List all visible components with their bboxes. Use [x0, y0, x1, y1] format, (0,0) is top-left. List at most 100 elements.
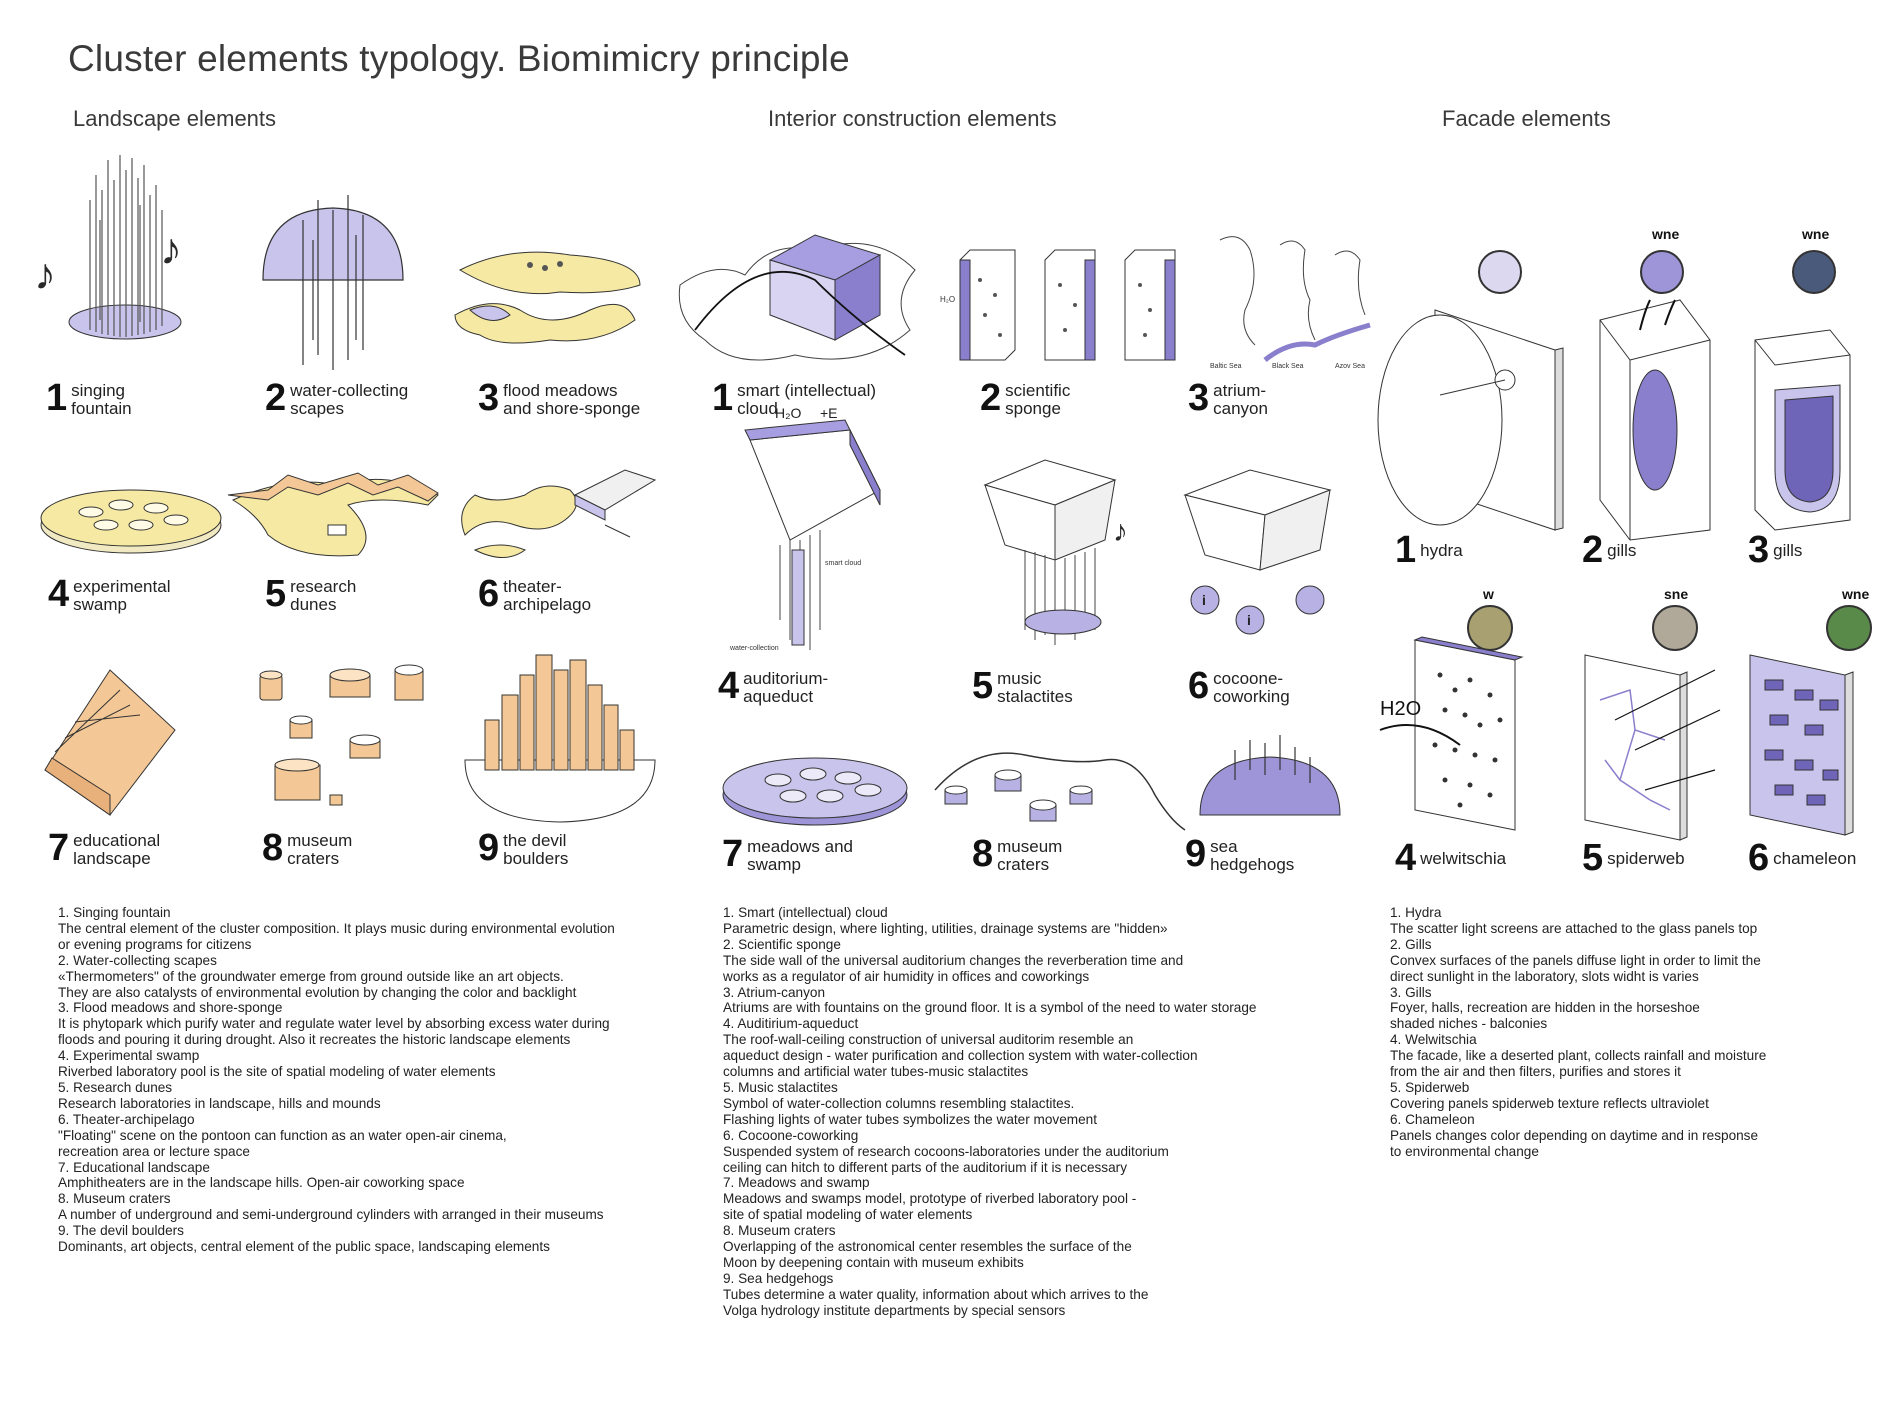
interior-cocoone-coworking: i i	[1180, 469, 1340, 650]
description-line: 1. Smart (intellectual) cloud	[723, 905, 888, 920]
description-line: 7. Educational landscape	[58, 1159, 210, 1175]
item-label: meadows and	[747, 837, 853, 856]
info-icon: i	[1247, 612, 1251, 628]
item-number: 4	[1395, 837, 1417, 879]
auditorium-aqueduct-drawing: H₂O +E smart cloud water-collection	[729, 405, 881, 652]
item-label: scientific	[1005, 381, 1071, 400]
interior-caption-4: 4 auditorium-aqueduct	[718, 665, 829, 707]
description-line: from the air and then filters, purifies …	[1390, 1064, 1681, 1080]
item-label: dunes	[290, 595, 337, 614]
description-line: 2. Scientific sponge	[723, 936, 841, 952]
description-line: Convex surfaces of the panels diffuse li…	[1390, 952, 1761, 968]
item-label: swamp	[747, 855, 801, 874]
item-label: scapes	[290, 399, 345, 418]
item-label: gills	[1773, 541, 1803, 560]
item-number: 4	[718, 665, 740, 707]
description-line: The scatter light screens are attached t…	[1390, 920, 1758, 936]
description-line: The side wall of the universal auditoriu…	[723, 952, 1184, 968]
facade-caption-3: 3 gills	[1748, 529, 1803, 571]
description-line: ceiling can hitch to different parts of …	[723, 1159, 1127, 1175]
item-label: research	[290, 577, 357, 596]
theater-archipelago-drawing	[461, 469, 657, 558]
landscape-research-dunes	[227, 465, 443, 565]
item-number: 3	[1188, 377, 1210, 419]
description-line: or evening programs for citizens	[58, 936, 252, 952]
description-line: columns and artificial water tubes-music…	[723, 1064, 1029, 1080]
water-collection-label: water-collection	[729, 645, 779, 652]
item-label: archipelago	[503, 595, 592, 614]
description-line: It is phytopark which purify water and r…	[58, 1016, 610, 1032]
description-line: 9. The devil boulders	[58, 1223, 184, 1239]
wind-direction-badge: wne	[1842, 586, 1870, 602]
research-dunes-drawing	[227, 472, 439, 557]
item-label: hedgehogs	[1210, 855, 1295, 874]
item-label: water-collecting	[290, 381, 409, 400]
item-number: 1	[712, 377, 734, 419]
description-line: site of spatial modeling of water elemen…	[723, 1207, 973, 1223]
facade-chameleon	[1745, 650, 1860, 836]
item-label: craters	[287, 849, 340, 868]
landscape-devil-boulders	[460, 650, 660, 825]
description-line: The facade, like a deserted plant, colle…	[1390, 1048, 1767, 1064]
scientific-sponge-drawing: H₂O	[940, 249, 1176, 361]
facade-gills	[1590, 299, 1720, 541]
item-label: welwitschia	[1420, 849, 1507, 868]
item-label: educational	[73, 831, 161, 850]
item-number: 1	[1395, 529, 1417, 571]
description-line: Amphitheaters are in the landscape hills…	[58, 1175, 465, 1191]
gills-thumbnail	[1640, 250, 1684, 294]
description-line: 3. Flood meadows and shore-sponge	[58, 1000, 283, 1016]
description-line: Suspended system of research cocoons-lab…	[723, 1143, 1169, 1159]
item-label: experimental	[73, 577, 171, 596]
description-line: floods and pouring it during drought. Al…	[58, 1032, 571, 1048]
gills-horseshoe-drawing	[1754, 329, 1851, 531]
item-number: 5	[972, 665, 994, 707]
description-line: shaded niches - balconies	[1390, 1016, 1548, 1032]
interior-sea-hedgehogs	[1195, 735, 1345, 835]
item-label: and shore-sponge	[503, 399, 641, 418]
facade-caption-6: 6 chameleon	[1748, 839, 1856, 877]
interior-museum-craters-drawing	[934, 752, 1186, 831]
description-line: 2. Gills	[1390, 936, 1432, 952]
description-line: Panels changes color depending on daytim…	[1390, 1127, 1759, 1143]
music-note-icon: ♪	[34, 250, 56, 299]
spiderweb-thumbnail	[1652, 605, 1698, 651]
description-line: 5. Research dunes	[58, 1079, 173, 1095]
description-line: direct sunlight in the laboratory, slots…	[1390, 968, 1699, 984]
interior-meadows-and-swamp	[718, 750, 913, 835]
description-line: Meadows and swamps model, prototype of r…	[723, 1191, 1137, 1207]
item-label: auditorium-	[743, 669, 829, 688]
item-label: coworking	[1213, 687, 1290, 706]
interior-auditorium-aqueduct: H₂O +E smart cloud water-collection	[729, 405, 910, 660]
item-label: spiderweb	[1607, 849, 1685, 868]
interior-scientific-sponge: H₂O	[940, 240, 1190, 375]
description-line: 5. Music stalactites	[723, 1079, 838, 1095]
singing-fountain-drawing	[68, 155, 182, 340]
item-number: 7	[48, 827, 70, 869]
description-line: They are also catalysts of environmental…	[58, 984, 577, 1000]
description-line: Foyer, halls, recreation are hidden in t…	[1390, 1000, 1700, 1016]
item-label: theater-	[503, 577, 562, 596]
atrium-canyon-drawing: Baltic Sea Black Sea Azov Sea	[1210, 236, 1371, 370]
item-label: flood meadows	[503, 381, 618, 400]
description-line: The central element of the cluster compo…	[58, 920, 615, 936]
interior-museum-craters	[934, 735, 1186, 835]
item-label: singing	[71, 381, 126, 400]
museum-craters-drawing	[259, 664, 424, 806]
item-number: 3	[1748, 529, 1770, 571]
description-line: Overlapping of the astronomical center r…	[723, 1239, 1132, 1255]
description-line: Symbol of water-collection columns resem…	[723, 1095, 1075, 1111]
item-number: 9	[1185, 833, 1207, 875]
landscape-museum-craters	[250, 660, 440, 820]
item-label: landscape	[73, 849, 151, 868]
cocoone-coworking-drawing: i i	[1183, 469, 1332, 635]
section-heading-interior: Interior construction elements	[768, 106, 1057, 131]
music-stalactites-drawing	[983, 459, 1117, 645]
description-line: Riverbed laboratory pool is the site of …	[58, 1064, 496, 1080]
smart-cloud-drawing	[678, 234, 916, 361]
description-line: "Floating" scene on the pontoon can func…	[58, 1127, 507, 1143]
